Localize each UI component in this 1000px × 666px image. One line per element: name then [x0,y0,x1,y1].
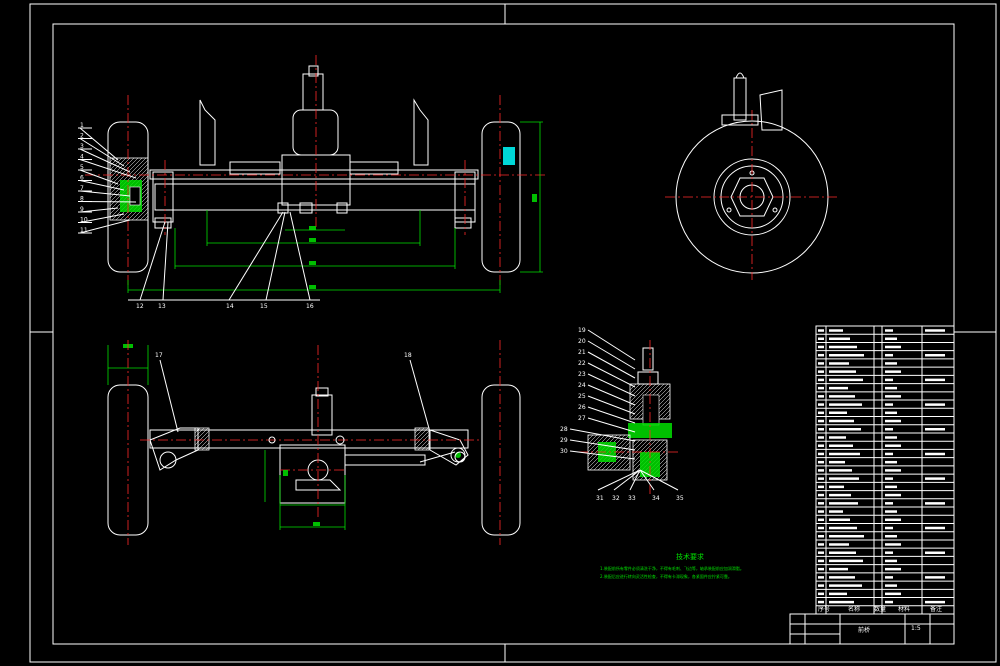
callout-14: 14 [226,303,234,310]
callout-11: 11 [80,227,88,234]
callout-3: 3 [80,143,84,150]
header-remarks: 备注 [930,605,942,613]
callout-28: 28 [560,426,568,433]
callout-18: 18 [404,352,412,359]
callout-31: 31 [596,495,604,502]
axle-beam [149,169,479,180]
callout-25: 25 [578,393,586,400]
wheel-marker [503,147,515,165]
center-housing [281,154,351,206]
parts-list [815,325,955,615]
callout-5: 5 [80,164,84,171]
steering-box [279,444,346,504]
axle-lower-beam [154,183,476,211]
callout-23: 23 [578,371,586,378]
title-block: 名称 序号 数量 材料 备注 前桥 1:5 [789,605,955,645]
side-view [665,72,840,280]
input-shaft [302,73,324,111]
callout-10: 10 [80,217,88,224]
gearbox [292,109,339,156]
callout-33: 33 [628,495,636,502]
callout-15: 15 [260,303,268,310]
drawing-frame [29,3,997,663]
tech-title: 技术要求 [676,552,704,561]
callout-19: 19 [578,327,586,334]
tech-requirements: 技术要求 1.装配前所有零件必须清洗干净，不得有毛刺、飞边等，轴承装配前应加润滑… [600,552,744,579]
callout-29: 29 [560,437,568,444]
callout-9: 9 [80,206,84,213]
header-name: 名称 [848,605,860,613]
callout-2: 2 [80,133,84,140]
header-index: 序号 [818,605,830,613]
callout-35: 35 [676,495,684,502]
callout-22: 22 [578,360,586,367]
callout-32: 32 [612,495,620,502]
callout-7: 7 [80,185,84,192]
tie-rod [149,429,469,449]
callout-34: 34 [652,495,660,502]
callout-6: 6 [80,175,84,182]
callout-24: 24 [578,382,586,389]
callout-21: 21 [578,349,586,356]
section-view: 19 20 21 22 23 24 25 26 27 28 29 30 31 32 33 34 35 [560,327,684,502]
callout-17: 17 [155,352,163,359]
callout-1: 1 [80,122,84,129]
drawing-scale: 1:5 [911,625,921,632]
callout-16: 16 [306,303,314,310]
callout-13: 13 [158,303,166,310]
callout-12: 12 [136,303,144,310]
tech-line-2: 2.装配后应进行转向灵活性检查，不得有卡滞现象，各紧固件应拧紧可靠。 [600,573,732,579]
callout-4: 4 [80,154,84,161]
callout-8: 8 [80,196,84,203]
drawing-name: 前桥 [858,626,870,634]
tech-line-1: 1.装配前所有零件必须清洗干净，不得有毛刺、飞边等，轴承装配前应加润滑脂。 [600,565,744,571]
header-material: 材料 [898,605,910,613]
callout-26: 26 [578,404,586,411]
right-wheel [481,121,521,273]
callout-27: 27 [578,415,586,422]
callout-30: 30 [560,448,568,455]
callout-20: 20 [578,338,586,345]
header-qty: 数量 [874,605,886,613]
